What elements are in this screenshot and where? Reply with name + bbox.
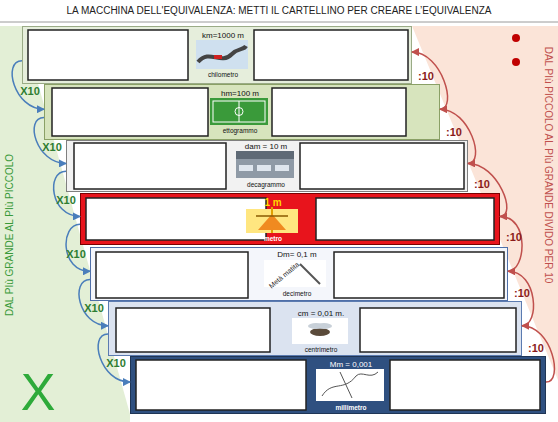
operation-label: :10 xyxy=(506,232,522,243)
unit-value: 1 m xyxy=(264,198,281,208)
operation-label: :10 xyxy=(514,288,530,299)
unit-name: metro xyxy=(264,236,282,243)
unit-name: centrimetro xyxy=(305,347,338,354)
title-rule xyxy=(0,22,558,23)
operation-label: :10 xyxy=(446,127,462,138)
unit-value: dam = 10 m xyxy=(245,143,287,151)
operation-label: X10 xyxy=(56,195,76,206)
operation-label: X10 xyxy=(106,358,126,369)
operation-label: X10 xyxy=(84,303,104,314)
empty-boxes xyxy=(28,30,540,410)
multiply-sign: X xyxy=(21,366,56,418)
unit-row: cm = 0,01 m. centrimetro xyxy=(108,301,522,356)
unit-row: km=1000 m chilometro xyxy=(22,26,412,84)
unit-row: hm=100 m ettogrammo xyxy=(44,84,440,140)
unit-row: 1 m metro xyxy=(80,193,500,245)
red-dot xyxy=(512,58,520,66)
unit-value: cm = 0,01 m. xyxy=(298,310,344,318)
operation-label: :10 xyxy=(474,179,490,190)
unit-value: hm=100 m xyxy=(221,90,259,98)
unit-name: decimetro xyxy=(283,291,312,298)
unit-name: chilometro xyxy=(208,72,238,79)
unit-row: Dm= 0,1 m Metà matitadecimetro xyxy=(90,247,508,301)
unit-name: Metà matita xyxy=(268,261,301,290)
unit-row: Mm = 0,001 millimetro xyxy=(130,356,546,414)
unit-value: Mm = 0,001 xyxy=(330,361,372,369)
operation-label: :10 xyxy=(528,343,544,354)
unit-name: decagrammo xyxy=(247,182,285,189)
red-dot xyxy=(512,34,520,42)
direction-note: DAL PIù GRANDE AL PIù PICCOLO xyxy=(5,154,15,316)
unit-name: millimetro xyxy=(335,405,366,412)
operation-label: :10 xyxy=(418,71,434,82)
unit-row: dam = 10 m decagrammo xyxy=(66,140,468,192)
unit-value: Dm= 0,1 m xyxy=(277,251,316,259)
operation-label: X10 xyxy=(66,249,86,260)
direction-note: DAL PIù PICCOLO AL PIù GRANDE DIVIDO PER… xyxy=(543,47,553,284)
unit-value: km=1000 m xyxy=(202,32,244,40)
operation-label: X10 xyxy=(42,142,62,153)
unit-name: ettogrammo xyxy=(223,128,258,135)
operation-label: X10 xyxy=(20,86,40,97)
diagram-title: LA MACCHINA DELL'EQUIVALENZA: METTI IL C… xyxy=(67,6,492,16)
